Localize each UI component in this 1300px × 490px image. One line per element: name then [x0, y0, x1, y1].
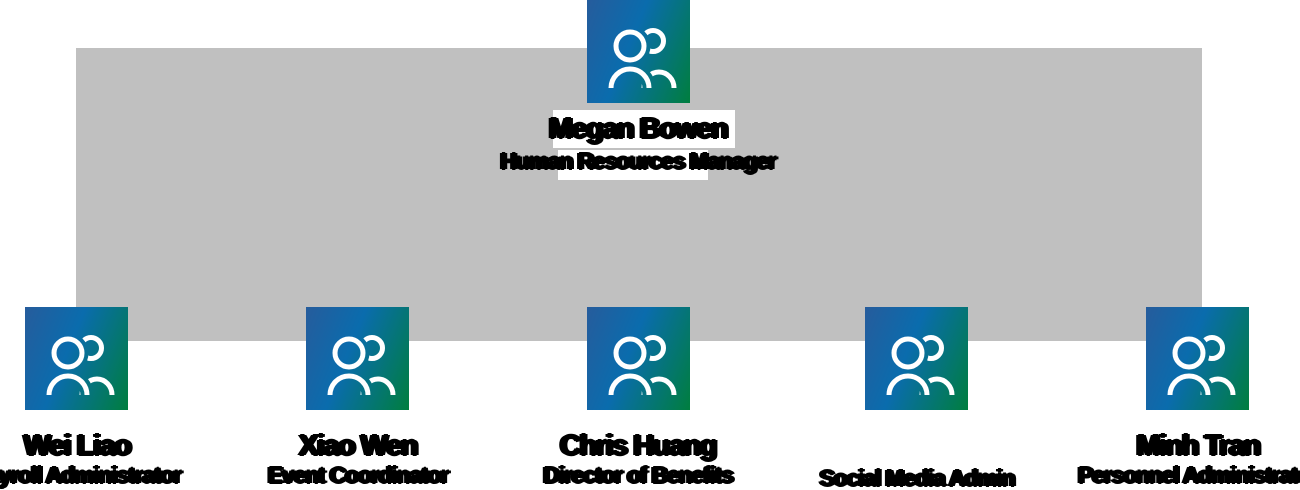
name-box — [553, 110, 735, 148]
people-icon — [1167, 335, 1236, 396]
people-icon — [886, 335, 955, 396]
person-title: Personnel Administrator — [1078, 462, 1300, 488]
person-title: Payroll Administrator — [0, 462, 182, 488]
person-avatar[interactable] — [587, 307, 690, 410]
person-avatar[interactable] — [306, 307, 409, 410]
title-box — [558, 150, 708, 180]
person-name: Xiao Wen — [299, 430, 419, 462]
person-name: Megan Bowen — [548, 113, 729, 145]
person-title: Director of Benefits — [543, 462, 734, 488]
person-name: Chris Huang — [560, 430, 717, 462]
person-avatar-root[interactable] — [587, 0, 690, 103]
person-avatar[interactable] — [1146, 307, 1249, 410]
person-name: Minh Tran — [1136, 430, 1261, 462]
person-avatar[interactable] — [25, 307, 128, 410]
person-title: Social Media Admin — [819, 465, 1016, 490]
people-icon — [46, 335, 115, 396]
people-icon — [327, 335, 396, 396]
people-icon — [608, 28, 677, 89]
person-name: Wei Liao — [23, 430, 132, 462]
person-avatar[interactable] — [865, 307, 968, 410]
person-title: Human Resources Manager — [500, 148, 777, 174]
person-title: Event Coordinator — [267, 462, 449, 488]
people-icon — [608, 335, 677, 396]
